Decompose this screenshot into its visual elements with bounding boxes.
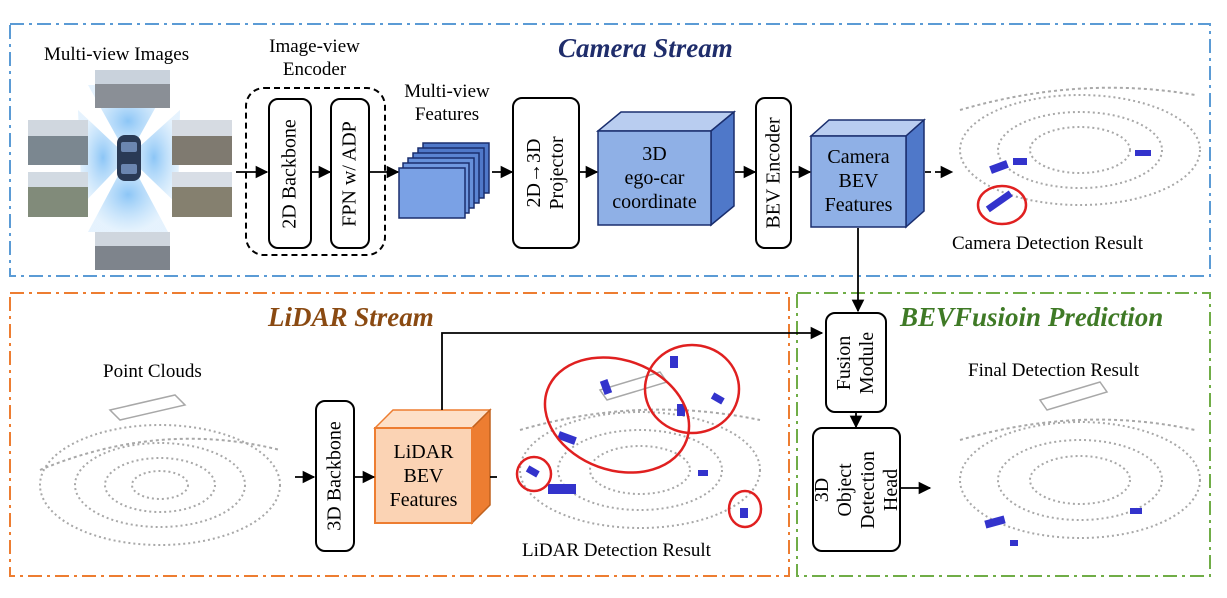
multiview-images-label: Multi-view Images <box>44 44 190 65</box>
backbone-2d-box: 2D Backbone <box>268 98 312 249</box>
connector-arrows <box>236 165 954 495</box>
ego-car-icon <box>117 135 141 181</box>
fusion-module-label: Fusion Module <box>833 331 878 394</box>
lidar-stream-title: LiDAR Stream <box>268 302 434 332</box>
lidar-stream-border <box>9 292 790 577</box>
final-result-label: Final Detection Result <box>968 360 1139 381</box>
lidar-result-detections <box>525 356 748 518</box>
fpn-adp-box: FPN w/ ADP <box>330 98 370 249</box>
point-cloud-input <box>39 394 281 546</box>
lidar-result-scene <box>519 371 761 529</box>
fusion-border <box>796 292 1211 577</box>
multiview-features-label: Multi-view Features <box>404 81 490 125</box>
camera-bev-cube <box>809 118 926 229</box>
camera-bev-label: Camera BEV Features <box>824 146 893 216</box>
point-clouds-label: Point Clouds <box>103 361 202 382</box>
fusion-title: BEVFusioin Prediction <box>900 302 1164 332</box>
projector-box: 2D→3D Projector <box>512 97 580 249</box>
fusion-module-box: Fusion Module <box>825 312 887 413</box>
lidar-bev-label: LiDAR BEV Features <box>389 441 458 511</box>
camera-result-detections <box>985 150 1151 213</box>
backbone-2d-label: 2D Backbone <box>278 118 301 229</box>
lidar-bev-cube <box>373 408 492 525</box>
bev-encoder-box: BEV Encoder <box>755 97 792 249</box>
lidar-result-label: LiDAR Detection Result <box>522 540 711 561</box>
detection-head-box: 3D Object Detection Head <box>810 427 902 552</box>
multiview-images <box>28 70 232 270</box>
ego-car-cube <box>595 110 737 227</box>
fpn-adp-label: FPN w/ ADP <box>338 120 361 227</box>
projector-label: 2D→3D Projector <box>523 136 568 210</box>
final-result-scene <box>959 381 1201 539</box>
backbone-3d-label: 3D Backbone <box>323 421 346 531</box>
camera-result-scene <box>959 86 1201 206</box>
lidar-result-highlights <box>515 343 763 529</box>
camera-stream-title: Camera Stream <box>558 33 733 63</box>
camera-result-label: Camera Detection Result <box>952 233 1143 254</box>
detection-head-label: 3D Object Detection Head <box>810 450 902 529</box>
final-result-detections <box>984 508 1142 546</box>
camera-stream-border <box>9 23 1211 277</box>
image-view-encoder-outline <box>245 87 386 256</box>
bev-encoder-label: BEV Encoder <box>762 117 784 229</box>
ego-car-label: 3D ego-car coordinate <box>612 143 697 213</box>
multiview-feature-stack <box>398 142 490 219</box>
encoder-label: Image-view Encoder <box>269 36 360 80</box>
camera-result-highlight <box>976 184 1028 226</box>
backbone-3d-box: 3D Backbone <box>315 400 355 552</box>
